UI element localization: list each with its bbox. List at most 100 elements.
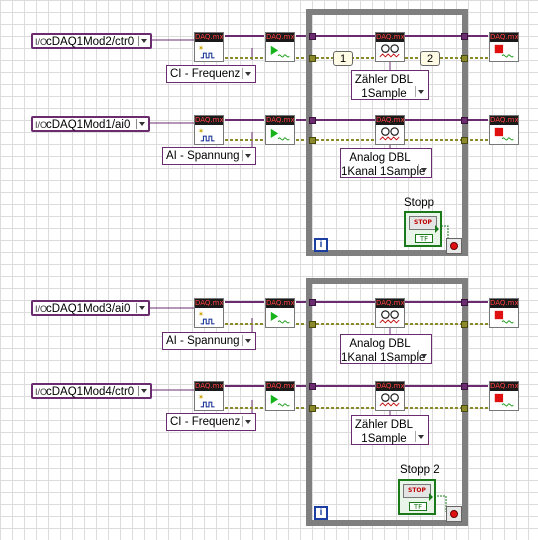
- chevron-down-icon[interactable]: [242, 416, 253, 427]
- loop-tunnel: [309, 321, 316, 328]
- row-3-wires: [150, 301, 488, 336]
- stop-button-face[interactable]: STOP: [403, 484, 431, 498]
- channel-name: cDAQ1Mod4/ctr0: [46, 386, 135, 398]
- boolean-terminal: TF: [415, 234, 433, 243]
- loop-tunnel: [309, 299, 316, 306]
- glasses-icon: [379, 127, 400, 141]
- chevron-down-icon[interactable]: [242, 335, 253, 346]
- daqmx-start-task-vi[interactable]: DAQ.mx: [265, 32, 295, 62]
- stop-square-icon: [494, 310, 514, 324]
- daqmx-clear-task-vi[interactable]: DAQ.mx: [489, 115, 519, 145]
- daqmx-clear-task-vi[interactable]: DAQ.mx: [489, 32, 519, 62]
- create-channel-icon: ✶: [198, 392, 215, 408]
- loop-tunnel: [461, 321, 468, 328]
- io-icon: I/O: [35, 387, 48, 397]
- create-channel-icon: ✶: [198, 126, 215, 142]
- loop-tunnel: [309, 383, 316, 390]
- daqmx-create-channel-vi[interactable]: DAQ.mx ✶: [194, 381, 224, 411]
- daqmx-read-vi[interactable]: DAQ.mx: [375, 115, 405, 145]
- create-channel-selector-1[interactable]: CI - Frequenz: [166, 65, 256, 83]
- play-icon: [270, 394, 290, 407]
- io-icon: I/O: [35, 304, 48, 314]
- chevron-down-icon[interactable]: [136, 119, 147, 129]
- chevron-down-icon[interactable]: [138, 386, 149, 396]
- svg-text:✶: ✶: [198, 43, 204, 52]
- stop-button-face[interactable]: STOP: [409, 216, 437, 230]
- loop-tunnel: [309, 117, 316, 124]
- io-icon: I/O: [35, 120, 48, 130]
- stop-square-icon: [494, 393, 514, 407]
- chevron-down-icon[interactable]: [242, 150, 253, 161]
- daqmx-read-vi[interactable]: DAQ.mx: [375, 381, 405, 411]
- daqmx-read-vi[interactable]: DAQ.mx: [375, 32, 405, 62]
- svg-text:✶: ✶: [198, 126, 204, 135]
- iteration-terminal-1: i: [314, 238, 328, 252]
- chevron-down-icon[interactable]: [415, 86, 426, 97]
- loop-tunnel: [461, 299, 468, 306]
- daqmx-start-task-vi[interactable]: DAQ.mx: [265, 381, 295, 411]
- chevron-down-icon[interactable]: [242, 68, 253, 79]
- svg-text:✶: ✶: [198, 309, 204, 318]
- channel-name: cDAQ1Mod1/ai0: [46, 119, 131, 131]
- channel-constant-ch4[interactable]: I/O cDAQ1Mod4/ctr0: [31, 383, 152, 399]
- stop-button-1[interactable]: STOP TF: [404, 211, 442, 247]
- stop-button-2[interactable]: STOP TF: [398, 479, 436, 515]
- channel-constant-ch2[interactable]: I/O cDAQ1Mod1/ai0: [31, 116, 150, 132]
- chevron-down-icon[interactable]: [418, 350, 429, 361]
- loop-tunnel: [309, 405, 316, 412]
- channel-name: cDAQ1Mod3/ai0: [46, 303, 131, 315]
- chevron-down-icon[interactable]: [415, 431, 426, 442]
- create-channel-icon: ✶: [198, 309, 215, 325]
- loop-tunnel: [461, 117, 468, 124]
- play-icon: [270, 45, 290, 58]
- loop-condition-terminal-1[interactable]: [446, 238, 462, 254]
- channel-name: cDAQ1Mod2/ctr0: [46, 36, 135, 48]
- while-loop-2[interactable]: [306, 278, 468, 526]
- glasses-icon: [379, 393, 400, 407]
- create-channel-selector-3[interactable]: AI - Spannung: [162, 332, 256, 350]
- stop-label-1: Stopp: [404, 197, 435, 209]
- create-channel-selector-2[interactable]: AI - Spannung: [162, 147, 256, 165]
- while-loop-1[interactable]: [306, 9, 468, 256]
- loop-tunnel: [461, 137, 468, 144]
- loop-tunnel: [309, 33, 316, 40]
- daqmx-create-channel-vi[interactable]: DAQ.mx ✶: [194, 298, 224, 328]
- io-icon: I/O: [35, 37, 48, 47]
- glasses-icon: [379, 310, 400, 324]
- daqmx-start-task-vi[interactable]: DAQ.mx: [265, 298, 295, 328]
- create-channel-selector-4[interactable]: CI - Frequenz: [166, 413, 256, 431]
- loop-tunnel: [309, 55, 316, 62]
- sequence-constant-2[interactable]: 2: [420, 51, 440, 66]
- loop-tunnel: [461, 405, 468, 412]
- chevron-down-icon[interactable]: [136, 303, 147, 313]
- loop-tunnel: [309, 137, 316, 144]
- chevron-down-icon[interactable]: [138, 36, 149, 46]
- play-icon: [270, 128, 290, 141]
- sequence-constant-1[interactable]: 1: [333, 51, 353, 66]
- chevron-down-icon[interactable]: [418, 164, 429, 175]
- channel-constant-ch1[interactable]: I/O cDAQ1Mod2/ctr0: [31, 33, 152, 49]
- output-arrow-icon: [429, 493, 433, 501]
- daqmx-clear-task-vi[interactable]: DAQ.mx: [489, 381, 519, 411]
- channel-constant-ch3[interactable]: I/O cDAQ1Mod3/ai0: [31, 300, 150, 316]
- daqmx-clear-task-vi[interactable]: DAQ.mx: [489, 298, 519, 328]
- loop-condition-terminal-2[interactable]: [446, 506, 462, 522]
- boolean-terminal: TF: [409, 502, 427, 511]
- loop-tunnel: [461, 383, 468, 390]
- svg-text:✶: ✶: [198, 392, 204, 401]
- play-icon: [270, 311, 290, 324]
- loop-tunnel: [461, 33, 468, 40]
- daqmx-create-channel-vi[interactable]: DAQ.mx ✶: [194, 115, 224, 145]
- daqmx-read-vi[interactable]: DAQ.mx: [375, 298, 405, 328]
- iteration-terminal-2: i: [314, 506, 328, 520]
- loop-tunnel: [461, 55, 468, 62]
- glasses-icon: [379, 44, 400, 58]
- output-arrow-icon: [435, 225, 439, 233]
- daqmx-start-task-vi[interactable]: DAQ.mx: [265, 115, 295, 145]
- stop-square-icon: [494, 44, 514, 58]
- daqmx-create-channel-vi[interactable]: DAQ.mx ✶: [194, 32, 224, 62]
